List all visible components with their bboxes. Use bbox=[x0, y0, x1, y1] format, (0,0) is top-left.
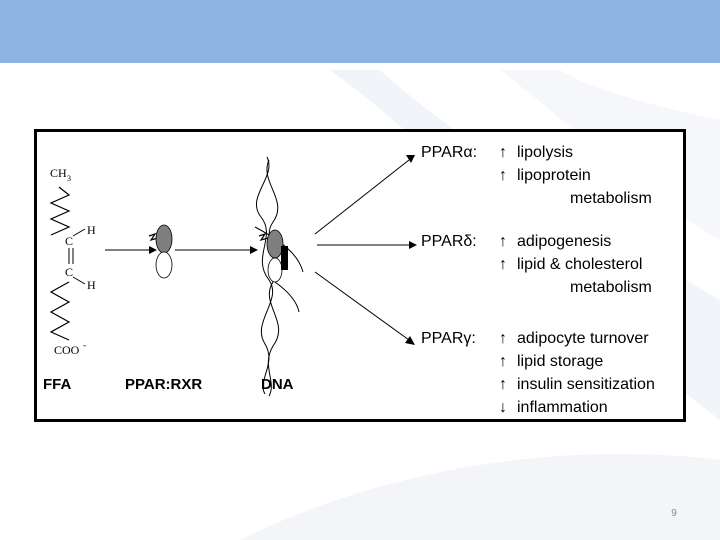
ppar-delta-effect: lipid & cholesterol bbox=[517, 256, 642, 273]
ch3-label: CH bbox=[50, 166, 67, 180]
decrease-arrow-icon: ↓ bbox=[499, 399, 507, 416]
bottom-zigzag-chain bbox=[49, 281, 71, 341]
ppar-delta-effect: metabolism bbox=[570, 279, 652, 296]
dna-label: DNA bbox=[261, 376, 294, 393]
increase-arrow-icon: ↑ bbox=[499, 233, 507, 250]
page-number: 9 bbox=[671, 508, 677, 519]
ppar-subunit bbox=[155, 224, 173, 254]
bond-h-top bbox=[72, 228, 86, 237]
ppar-gamma-effect: adipocyte turnover bbox=[517, 330, 649, 347]
increase-arrow-icon: ↑ bbox=[499, 376, 507, 393]
c-top-label: C bbox=[65, 234, 73, 248]
h-top-label: H bbox=[87, 223, 96, 237]
ffa-molecule: CH 3 H C C H COO - bbox=[49, 166, 96, 357]
rxr-subunit bbox=[155, 251, 173, 279]
ppar-gamma-effect: insulin sensitization bbox=[517, 376, 655, 393]
ffa-label: FFA bbox=[43, 376, 71, 393]
ppar-alpha-effect: metabolism bbox=[570, 190, 652, 207]
c-bottom-label: C bbox=[65, 265, 73, 279]
ppar-alpha-effect: lipoprotein bbox=[517, 167, 591, 184]
increase-arrow-icon: ↑ bbox=[499, 144, 507, 161]
increase-arrow-icon: ↑ bbox=[499, 167, 507, 184]
increase-arrow-icon: ↑ bbox=[499, 353, 507, 370]
ppre-element bbox=[281, 246, 288, 270]
ppar-delta-effect: adipogenesis bbox=[517, 233, 611, 250]
receptor-effects: PPARα:↑lipolysis↑lipoproteinmetabolismPP… bbox=[421, 144, 655, 416]
bond-h-bottom bbox=[72, 276, 86, 285]
ppar-delta-name: PPARδ: bbox=[421, 233, 477, 250]
increase-arrow-icon: ↑ bbox=[499, 256, 507, 273]
arrowhead-ppar-gamma bbox=[405, 336, 415, 345]
coo-label: COO bbox=[54, 343, 80, 357]
ppar-alpha-effect: lipolysis bbox=[517, 144, 573, 161]
coo-charge: - bbox=[83, 340, 86, 350]
ppar-figure: CH 3 H C C H COO - bbox=[34, 129, 686, 422]
header-band bbox=[0, 0, 720, 63]
ch3-subscript: 3 bbox=[67, 174, 71, 183]
arrow-to-ppar-gamma bbox=[314, 271, 410, 341]
h-bottom-label: H bbox=[87, 278, 96, 292]
ppar-gamma-effect: inflammation bbox=[517, 399, 608, 416]
ppar-gamma-name: PPARγ: bbox=[421, 330, 476, 347]
rxr-subunit-bound bbox=[267, 257, 283, 283]
ppar-alpha-name: PPARα: bbox=[421, 144, 477, 161]
ppar-diagram: CH 3 H C C H COO - bbox=[43, 144, 655, 416]
arrowhead-ppar-alpha bbox=[406, 155, 415, 163]
ppar-subunit-bound bbox=[266, 229, 284, 259]
arrowhead-ppar-delta bbox=[409, 241, 417, 249]
ppar-rxr-label: PPAR:RXR bbox=[125, 376, 202, 393]
ppar-gamma-effect: lipid storage bbox=[517, 353, 603, 370]
dna-strand-3 bbox=[254, 226, 304, 273]
ligand-bolt-1 bbox=[148, 232, 159, 242]
increase-arrow-icon: ↑ bbox=[499, 330, 507, 347]
arrowhead-ffa-to-ppar bbox=[149, 246, 157, 254]
arrow-to-ppar-alpha bbox=[314, 159, 410, 235]
arrowhead-ppar-to-dna bbox=[250, 246, 258, 254]
top-zigzag-chain bbox=[49, 186, 71, 236]
dna-strand-4 bbox=[274, 281, 300, 313]
dna-helix bbox=[254, 156, 304, 397]
ligand-bolt-2 bbox=[258, 232, 269, 242]
ppar-rxr-complex bbox=[148, 224, 173, 279]
